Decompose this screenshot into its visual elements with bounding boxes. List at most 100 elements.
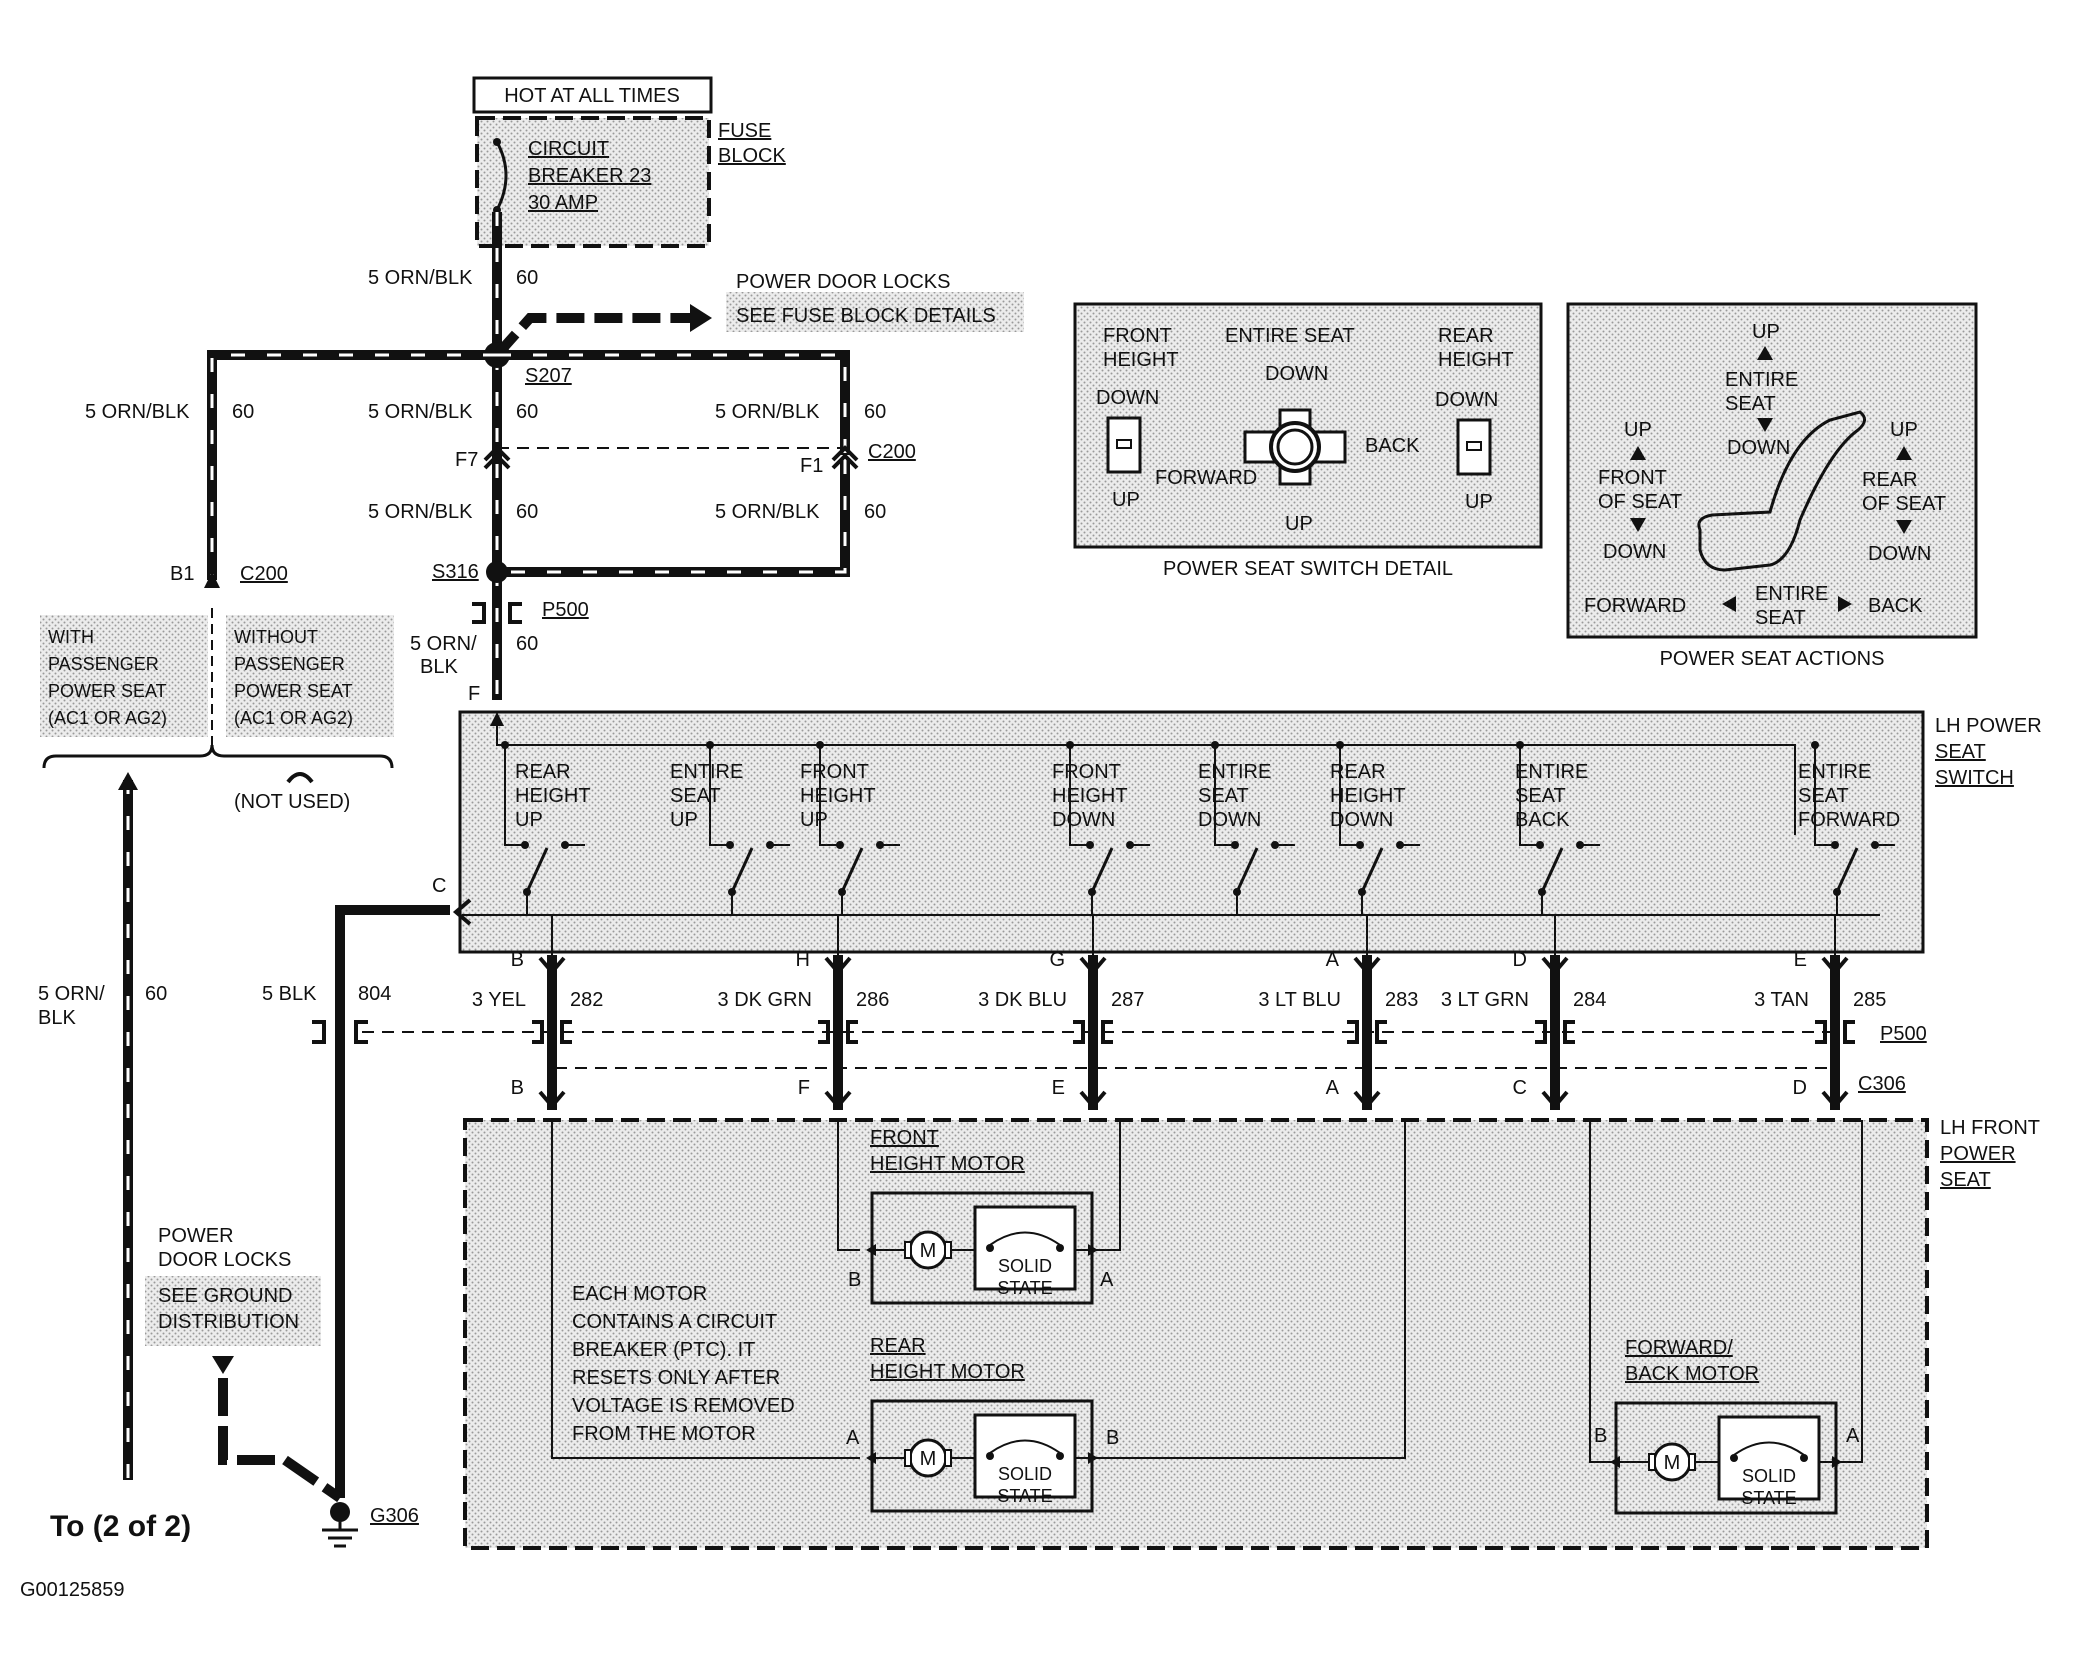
with-passenger-3: POWER SEAT [48, 681, 167, 701]
ground-ref-box [145, 1276, 321, 1346]
splice-s207-label: S207 [525, 365, 572, 387]
sw-rear-height-up-3: UP [515, 809, 543, 831]
sw-entire-seat-forward-3: FORWARD [1798, 809, 1900, 831]
switch-contact-point [521, 841, 529, 849]
without-passenger-box [226, 615, 394, 737]
sa-bottom-entire-1: ENTIRE [1755, 583, 1828, 605]
output-wire-top-connector [1353, 956, 1381, 976]
output-wire-pin-bottom: C [1513, 1077, 1527, 1099]
rear-motor-label-1: REAR [870, 1335, 926, 1357]
sw-entire-seat-back-3: BACK [1515, 809, 1570, 831]
p500-ground-connector [312, 1020, 368, 1044]
sw-entire-seat-down-1: ENTIRE [1198, 761, 1271, 783]
fb-motor-pin-a: A [1846, 1425, 1860, 1447]
switch-blade [1360, 847, 1384, 893]
seat-wire-285 [1840, 1120, 1863, 1463]
rear-motor-pin-b: B [1106, 1427, 1119, 1449]
lh-power-seat-switch [458, 710, 1925, 954]
switch-contact-point [1831, 841, 1839, 849]
switch-bus-node [501, 741, 509, 749]
output-wire-bottom-connector [824, 1090, 852, 1110]
motor-note-2: CONTAINS A CIRCUIT [572, 1311, 777, 1333]
output-wire-bottom-connector [1079, 1090, 1107, 1110]
output-wire-top-connector [538, 956, 566, 976]
output-wire-circuit: 286 [856, 989, 889, 1011]
switch-bus-node [1336, 741, 1344, 749]
switch-contact-frame [1814, 745, 1837, 846]
output-wire-bottom-connector [1353, 1090, 1381, 1110]
output-wire-bottom-connector [538, 1090, 566, 1110]
feed-wire-circuit: 60 [516, 267, 538, 289]
loop-right-wire-color: 5 ORN/BLK [715, 501, 820, 523]
sw-front-height-down-2: HEIGHT [1052, 785, 1128, 807]
feed-lower-color-1: 5 ORN/ [410, 633, 477, 655]
sw-front-height-down-3: DOWN [1052, 809, 1115, 831]
switch-label-group: REAR HEIGHT UP ENTIRE SEAT UP FRONT HEIG… [515, 761, 1900, 831]
front-motor-pin-b: B [848, 1269, 861, 1291]
switch-contact-frame [1339, 745, 1362, 846]
sw-entire-seat-up-3: UP [670, 809, 698, 831]
output-wire-circuit: 283 [1385, 989, 1418, 1011]
loop-right-wire-circuit: 60 [864, 501, 886, 523]
sa-rear-down: DOWN [1868, 543, 1931, 565]
connector-c200-left-label: C200 [240, 563, 288, 585]
seat-wire-283 [1098, 1120, 1406, 1459]
sa-entire-up: UP [1752, 321, 1780, 343]
sa-front-down: DOWN [1603, 541, 1666, 563]
output-wire-color: 3 YEL [472, 989, 526, 1011]
seat-wire-286 [837, 1120, 860, 1251]
output-wire-pin-top: E [1794, 949, 1807, 971]
sd-front-height-1: FRONT [1103, 325, 1172, 347]
sw-entire-seat-back-2: SEAT [1515, 785, 1566, 807]
rear-solid-1: SOLID [998, 1464, 1052, 1484]
output-wire-color: 3 DK BLU [978, 989, 1067, 1011]
lh-switch-title-3: SWITCH [1935, 767, 2014, 789]
seat-wire-282 [551, 1120, 860, 1459]
sd-front-down: DOWN [1096, 387, 1159, 409]
switch-bus-node [1211, 741, 1219, 749]
feed-lower-circuit: 60 [516, 633, 538, 655]
sd-front-up: UP [1112, 489, 1140, 511]
sa-entire-2: SEAT [1725, 393, 1776, 415]
breaker-label-1: CIRCUIT [528, 138, 609, 160]
motor-note-5: VOLTAGE IS REMOVED [572, 1395, 795, 1417]
ground-symbol [322, 1522, 358, 1548]
connector-f7 [483, 445, 511, 462]
with-passenger-2: PASSENGER [48, 654, 159, 674]
ground-wire-circuit: 804 [358, 983, 391, 1005]
door-locks-arrow [690, 304, 712, 332]
connector-c-arrow [452, 898, 472, 926]
sa-forward: FORWARD [1584, 595, 1686, 617]
switch-contact-point [1231, 841, 1239, 849]
output-wire-pin-top: B [511, 949, 524, 971]
front-solid-1: SOLID [998, 1256, 1052, 1276]
connector-f1-label: F1 [800, 455, 823, 477]
seat-icon [1697, 410, 1866, 572]
sa-front-2: OF SEAT [1598, 491, 1682, 513]
sw-rear-height-down-1: REAR [1330, 761, 1386, 783]
output-wire-circuit: 285 [1853, 989, 1886, 1011]
fb-solid-2: STATE [1741, 1488, 1796, 1508]
mid-wire-circuit: 60 [516, 401, 538, 423]
lh-switch-title-2: SEAT [1935, 741, 1986, 763]
sd-entire-up: UP [1285, 513, 1313, 535]
sa-rear-1: REAR [1862, 469, 1918, 491]
switch-bus-node [1811, 741, 1819, 749]
breaker-label-2: BREAKER 23 [528, 165, 651, 187]
fb-motor-pin-b: B [1594, 1425, 1607, 1447]
sa-rear-up: UP [1890, 419, 1918, 441]
front-motor-m: M [920, 1240, 937, 1262]
output-wire-top-connector [824, 956, 852, 976]
to-page-2-wire-circuit: 60 [145, 983, 167, 1005]
front-solid-2: STATE [997, 1278, 1052, 1298]
connector-f7-label: F7 [455, 449, 478, 471]
rear-motor-label-2: HEIGHT MOTOR [870, 1361, 1025, 1383]
output-wire-circuit: 282 [570, 989, 603, 1011]
door-locks-ref-1: POWER DOOR LOCKS [736, 271, 950, 293]
switch-contact-point [1086, 841, 1094, 849]
not-used-label: (NOT USED) [234, 791, 350, 813]
switch-power-bus [496, 726, 1796, 835]
sw-front-height-up-1: FRONT [800, 761, 869, 783]
ground-ref-2: DOOR LOCKS [158, 1249, 291, 1271]
